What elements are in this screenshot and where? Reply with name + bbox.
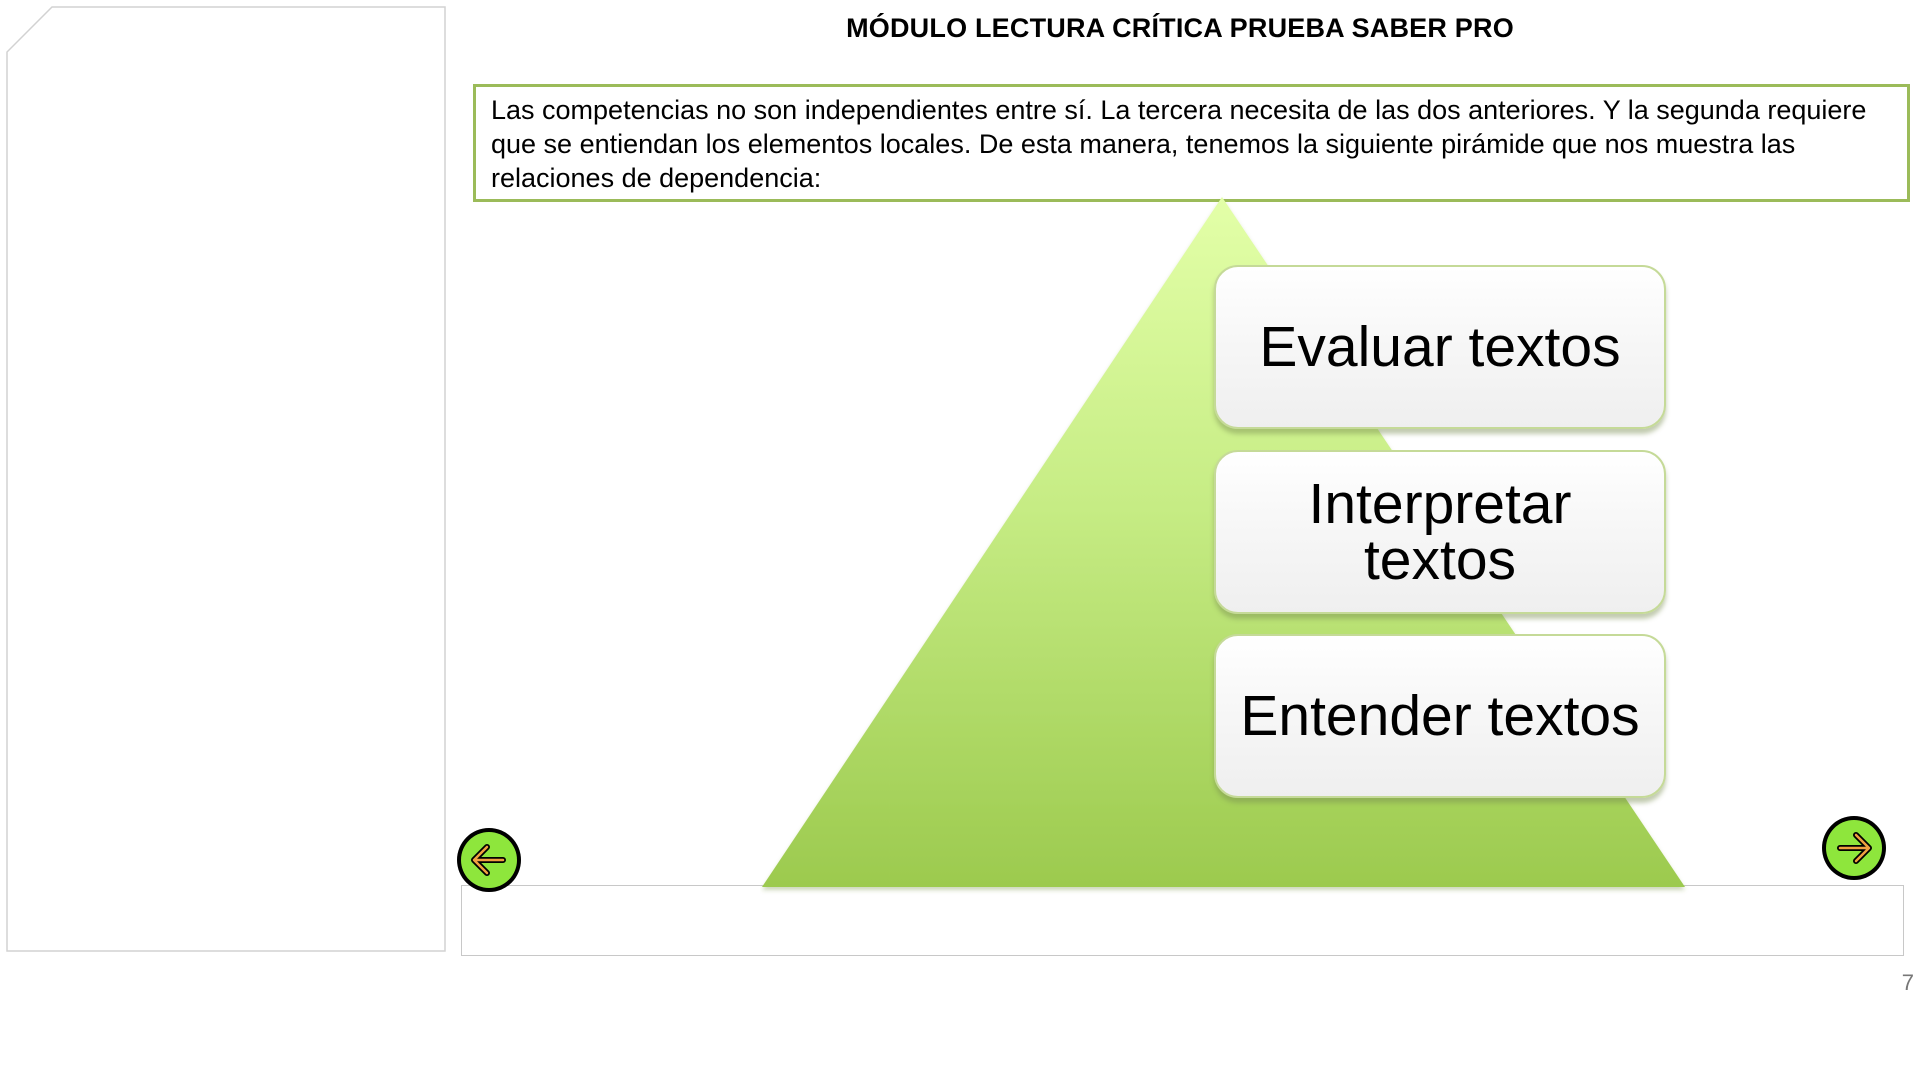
prev-button[interactable] (455, 826, 523, 894)
intro-text: Las competencias no son independientes e… (491, 95, 1867, 193)
intro-text-box: Las competencias no son independientes e… (473, 84, 1910, 202)
pyramid-level-interpretar: Interpretar textos (1214, 450, 1666, 614)
arrow-left-icon (457, 828, 521, 892)
pyramid-level-entender: Entender textos (1214, 634, 1666, 798)
pyramid-level-label: Entender textos (1240, 684, 1640, 748)
arrow-right-icon (1822, 816, 1886, 880)
pyramid-level-label: Interpretar textos (1308, 472, 1572, 592)
page-number: 7 (1901, 970, 1914, 995)
pyramid-level-label: Evaluar textos (1259, 315, 1621, 379)
next-button[interactable] (1820, 814, 1888, 882)
pyramid-level-evaluar: Evaluar textos (1214, 265, 1666, 429)
page-title: MÓDULO LECTURA CRÍTICA PRUEBA SABER PRO (846, 13, 1514, 43)
side-panel (6, 6, 446, 952)
bottom-frame (461, 885, 1904, 956)
